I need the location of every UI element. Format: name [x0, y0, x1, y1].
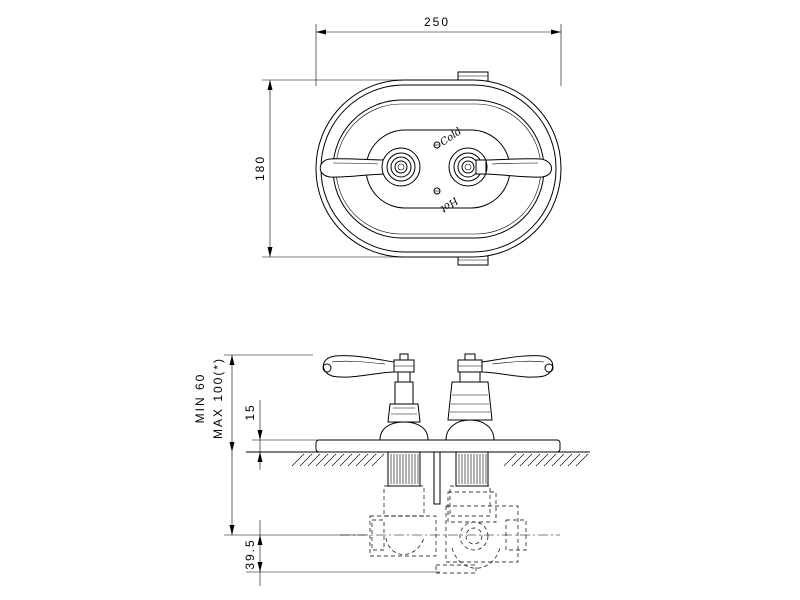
- plate-thickness-dimension: 15: [243, 400, 320, 470]
- wall-hatch-line: [291, 453, 305, 467]
- wall-hatch-line: [347, 453, 361, 467]
- depth-max-label: MAX 100(*): [211, 357, 225, 439]
- wall-hatch-line: [551, 453, 565, 467]
- wall-hatch-line: [331, 453, 345, 467]
- escutcheon-side: [315, 439, 561, 453]
- wall-hatch-line: [567, 453, 581, 467]
- wall-hatch-line: [519, 453, 533, 467]
- cold-valve-side: [322, 353, 429, 441]
- bottom-dimension-label: 39.5: [243, 538, 257, 569]
- wall-hatch-line: [575, 453, 589, 467]
- hot-valve-side: [445, 353, 554, 441]
- depth-min-label: MIN 60: [193, 373, 207, 424]
- wall-hatch-line: [371, 453, 385, 467]
- cold-cartridge: [387, 451, 421, 487]
- wall-hatch-line: [299, 453, 313, 467]
- wall-hatch-line: [527, 453, 541, 467]
- wall-hatch-line: [323, 453, 337, 467]
- wall-hatch-line: [315, 453, 329, 467]
- bottom-dimension: 39.5: [224, 520, 440, 586]
- hot-cartridge: [455, 451, 489, 487]
- depth-dimension: MIN 60 MAX 100(*): [193, 354, 313, 535]
- cold-valve-top: [319, 147, 421, 187]
- height-dimension-label: 180: [253, 155, 267, 181]
- center-rod: [433, 451, 441, 505]
- hot-valve-top: [448, 147, 552, 187]
- wall-hatch-line: [511, 453, 525, 467]
- plate-thickness-label: 15: [243, 403, 257, 420]
- wall-hatch-line: [559, 453, 573, 467]
- top-view: 250 180: [253, 15, 562, 266]
- width-dimension: 250: [315, 15, 562, 86]
- concealed-body: [340, 485, 560, 574]
- width-dimension-label: 250: [424, 15, 450, 29]
- wall-hatch-line: [307, 453, 321, 467]
- wall-hatch-line: [503, 453, 517, 467]
- wall-hatch-line: [355, 453, 369, 467]
- wall-hatch-line: [363, 453, 377, 467]
- wall-hatch-line: [543, 453, 557, 467]
- wall-hatch-line: [535, 453, 549, 467]
- side-view: MIN 60 MAX 100(*) 15 39.5: [193, 353, 590, 586]
- height-dimension: 180: [253, 79, 440, 258]
- wall-hatch-line: [339, 453, 353, 467]
